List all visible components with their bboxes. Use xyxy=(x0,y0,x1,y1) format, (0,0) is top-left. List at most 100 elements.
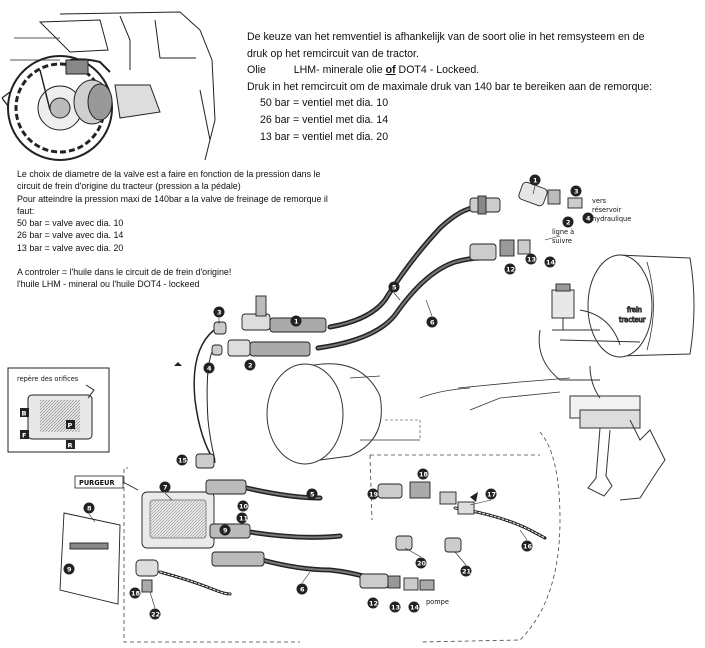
callout-9b: 9 xyxy=(63,563,75,575)
svg-text:21: 21 xyxy=(462,568,472,576)
nl-item-1: 50 bar = ventiel met dia. 10 xyxy=(260,97,389,110)
tractor-wheel xyxy=(266,363,420,465)
callout-11: 11 xyxy=(236,512,249,524)
port-r: R xyxy=(68,442,73,450)
svg-text:3: 3 xyxy=(217,309,222,317)
dutch-notes: De keuze van het remventiel is afhankeli… xyxy=(247,29,652,145)
svg-text:7: 7 xyxy=(163,484,168,492)
frein-label-2: tracteur xyxy=(619,316,646,324)
callout-7: 7 xyxy=(159,481,171,493)
svg-text:9: 9 xyxy=(223,527,228,535)
callout-17: 17 xyxy=(485,488,497,500)
fr-control-2: l'huile LHM - mineral ou l'huile DOT4 - … xyxy=(17,279,200,290)
callout-15: 15 xyxy=(176,454,188,466)
fr-item-2: 26 bar = valve avec dia. 14 xyxy=(17,230,124,241)
nl-item-2: 26 bar = ventiel met dia. 14 xyxy=(260,113,389,126)
callout-10: 10 xyxy=(237,500,249,512)
nl-line-2: druk op het remcircuit van de tractor. xyxy=(247,47,419,60)
dashed-frame xyxy=(123,431,561,643)
fr-line-2: circuit de frein d'origine du tracteur (… xyxy=(17,181,241,192)
ligne-1: ligne à xyxy=(552,228,574,236)
callout-3b: 3 xyxy=(213,306,225,318)
callout-18a: 18 xyxy=(129,587,141,599)
svg-text:12: 12 xyxy=(369,600,378,608)
svg-text:6: 6 xyxy=(430,319,435,327)
svg-text:5: 5 xyxy=(392,284,397,292)
callout-4b: 4 xyxy=(203,362,215,374)
callout-8: 8 xyxy=(83,502,95,514)
port-b: B xyxy=(22,410,27,418)
callout-22: 22 xyxy=(149,608,161,620)
callout-12b: 12 xyxy=(367,597,379,609)
brake-drum: frein tracteur xyxy=(587,254,695,358)
callout-2a: 2 xyxy=(562,216,574,228)
callout-18b: 18 xyxy=(417,468,429,480)
fr-item-3: 13 bar = valve avec dia. 20 xyxy=(17,242,124,253)
nl-oil-label: Olie xyxy=(247,64,266,77)
callout-5a: 5 xyxy=(388,281,400,293)
callout-13b: 13 xyxy=(389,601,401,613)
reservoir-2: réservoir xyxy=(592,206,622,214)
svg-text:2: 2 xyxy=(248,362,253,370)
nl-oil-post: DOT4 - Lockeed. xyxy=(395,64,480,77)
callout-13a: 13 xyxy=(525,253,537,265)
callout-9a: 9 xyxy=(219,524,231,536)
callout-4a: 4 xyxy=(582,212,594,224)
svg-text:1: 1 xyxy=(294,318,299,326)
callout-14b: 14 xyxy=(408,601,420,613)
pompe-label: pompe xyxy=(426,598,449,606)
svg-text:12: 12 xyxy=(506,266,515,274)
svg-text:18: 18 xyxy=(131,590,141,598)
callouts: 1 3 2 4 12 13 14 5 6 1 3 2 4 15 7 8 5 10… xyxy=(63,174,594,620)
fr-line-1: Le choix de diametre de la valve est a f… xyxy=(17,169,321,179)
callout-14a: 14 xyxy=(544,256,556,268)
svg-text:20: 20 xyxy=(417,560,427,568)
leader-lines xyxy=(88,185,536,609)
flow-labels: vers réservoir hydraulique ligne à suivr… xyxy=(426,197,631,606)
callout-19: 19 xyxy=(367,488,379,500)
ligne-2: suivre xyxy=(552,237,572,245)
svg-text:14: 14 xyxy=(410,604,420,612)
svg-text:18: 18 xyxy=(419,471,429,479)
svg-text:6: 6 xyxy=(300,586,305,594)
fittings xyxy=(59,181,583,605)
callout-1b: 1 xyxy=(290,315,302,327)
nl-oil-pre: LHM- minerale olie xyxy=(293,64,386,77)
svg-text:1: 1 xyxy=(533,177,538,185)
callout-1: 1 xyxy=(529,174,541,186)
svg-text:8: 8 xyxy=(87,505,92,513)
callout-3a: 3 xyxy=(570,185,582,197)
callout-6a: 6 xyxy=(426,316,438,328)
flow-arrows xyxy=(174,362,478,502)
french-notes: Le choix de diametre de la valve est a f… xyxy=(17,168,328,291)
nl-oil-line: Olie LHM- minerale olie of DOT4 - Lockee… xyxy=(247,62,652,79)
purgeur-label: PURGEUR xyxy=(74,475,139,491)
hoses xyxy=(158,205,547,596)
callout-20: 20 xyxy=(415,557,427,569)
callout-2b: 2 xyxy=(244,359,256,371)
port-f: F xyxy=(22,432,26,440)
svg-text:9: 9 xyxy=(67,566,72,574)
svg-text:10: 10 xyxy=(239,503,249,511)
master-cylinder xyxy=(385,283,666,501)
svg-text:4: 4 xyxy=(586,215,591,223)
svg-text:14: 14 xyxy=(546,259,556,267)
fr-item-1: 50 bar = valve avec dia. 10 xyxy=(17,218,124,229)
callout-12a: 12 xyxy=(504,263,516,275)
callout-16: 16 xyxy=(521,540,533,552)
svg-text:4: 4 xyxy=(207,365,212,373)
tractor-thumbnail xyxy=(1,11,216,161)
nl-oil-of: of xyxy=(385,64,396,77)
svg-text:15: 15 xyxy=(178,457,188,465)
fr-line-4: faut: xyxy=(17,205,35,216)
nl-line-4: Druk in het remcircuit om de maximale dr… xyxy=(247,80,653,93)
svg-text:17: 17 xyxy=(487,491,496,499)
frein-label-1: frein xyxy=(627,306,642,314)
svg-text:22: 22 xyxy=(151,611,160,619)
nl-item-3: 13 bar = ventiel met dia. 20 xyxy=(260,130,389,143)
reservoir-3: hydraulique xyxy=(592,215,631,223)
svg-text:11: 11 xyxy=(239,515,249,523)
reservoir-1: vers xyxy=(592,197,607,205)
